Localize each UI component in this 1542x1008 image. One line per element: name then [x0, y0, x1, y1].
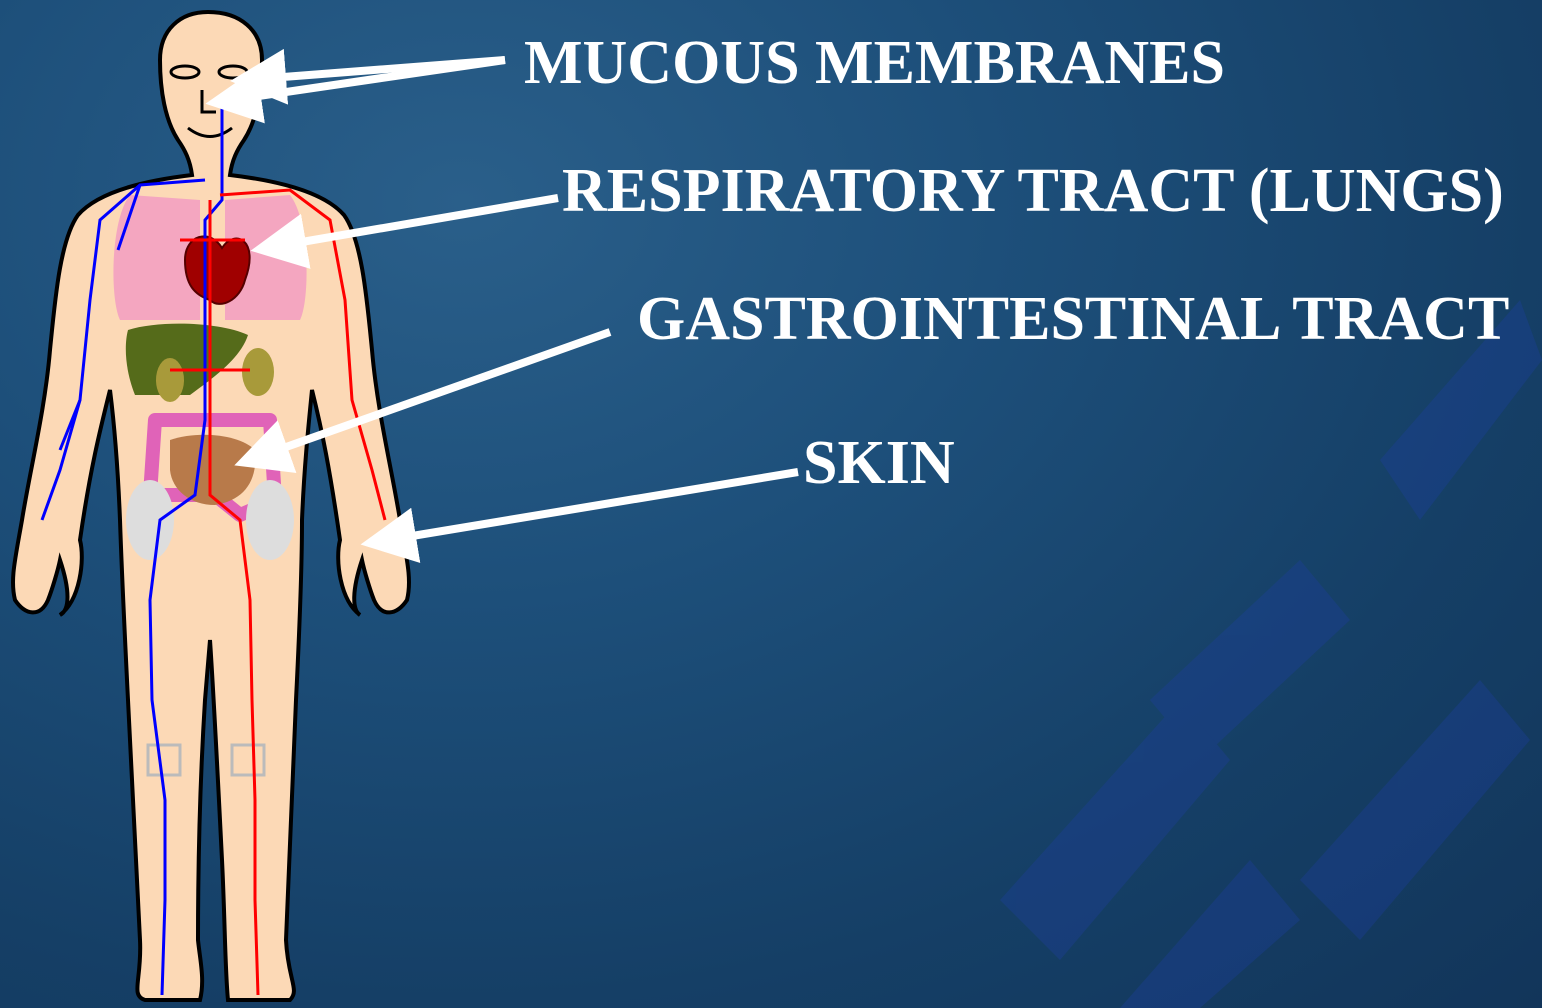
label-skin: SKIN [803, 432, 955, 494]
arrow-skin [400, 472, 798, 538]
label-gastrointestinal-tract: GASTROINTESTINAL TRACT [637, 288, 1509, 350]
arrow-respiratory [290, 198, 558, 244]
label-respiratory-tract: RESPIRATORY TRACT (LUNGS) [562, 160, 1504, 222]
arrow-gastrointestinal [272, 332, 610, 452]
label-mucous-membranes: MUCOUS MEMBRANES [524, 32, 1225, 94]
